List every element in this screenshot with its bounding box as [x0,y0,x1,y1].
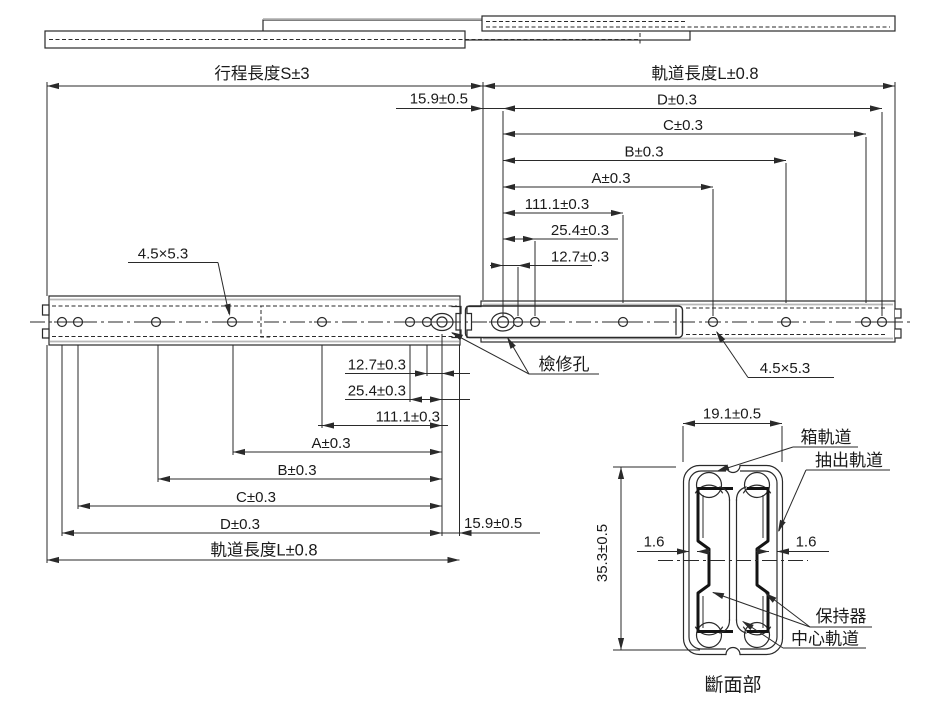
arrowhead [854,130,866,138]
drawer-rail-label: 抽出軌道 [815,451,883,470]
arrowhead [770,420,782,427]
dim-label-12-bottom: 12.7±0.3 [348,357,406,374]
arrowhead [410,396,422,403]
arrowhead [683,420,695,427]
arrowhead [503,157,515,164]
arrowhead [617,638,625,650]
text-labels: 行程長度S±3 軌道長度L±0.8 15.9±0.5 D±0.3 C±0.3 B… [138,64,883,696]
arrowhead [870,105,882,112]
arrowhead [617,467,625,479]
dim-label-rail-length-top: 軌道長度L±0.8 [651,64,758,83]
retainer-label: 保持器 [816,607,867,626]
cross-section-view [613,423,890,661]
arrowhead [503,235,515,243]
top-extended-view [44,15,896,49]
arrowhead [471,82,483,90]
drawer-rail-profile [747,487,770,633]
mounting-holes [54,312,890,332]
dim-label-end-offset-bottom: 15.9±0.5 [464,515,522,532]
leader-lines [128,262,834,378]
dim-label-c-top: C±0.3 [663,117,703,134]
dim-label-d-bottom: D±0.3 [220,516,260,533]
inspection-hole-label: 檢修孔 [539,355,590,374]
dim-label-rail-length-bottom: 軌道長度L±0.8 [210,541,317,560]
arrowhead [717,464,730,471]
arrowhead [518,262,530,269]
arrowhead [78,502,90,510]
arrowhead [712,592,725,600]
arrowhead [883,82,895,90]
arrowhead [523,235,535,243]
dim-label-111-bottom: 111.1±0.3 [376,409,440,426]
arrowhead [47,556,59,564]
arrowhead [716,331,726,343]
drawer-rail-profile [696,487,733,633]
arrowhead [778,519,786,532]
section-height-dim: 35.3±0.5 [594,524,611,582]
arrowhead [491,262,503,269]
arrowhead [430,396,442,403]
arrowhead [742,621,754,631]
arrowhead [233,448,245,456]
dim-label-12-top: 12.7±0.3 [551,249,609,266]
arrowhead [442,370,454,377]
arrowhead [62,529,74,537]
arrowhead [503,130,515,138]
arrowhead [447,556,460,564]
arrowhead [777,548,789,555]
dim-label-b-top: B±0.3 [624,144,663,161]
arrowhead [774,157,786,164]
extension-lines [46,82,896,563]
drawer-rail [41,295,482,346]
arrowhead [503,183,515,191]
section-width-dim: 19.1±0.5 [703,406,761,423]
section-wall-left-dim: 1.6 [644,534,665,551]
arrowhead [765,593,777,603]
dim-label-b-bottom: B±0.3 [277,462,316,479]
dim-label-end-offset-top: 15.9±0.5 [410,91,468,108]
arrowhead [430,448,442,456]
arrowhead [430,502,442,510]
arrowhead [701,183,713,191]
arrowheads [47,82,895,650]
section-wall-right-dim: 1.6 [796,534,817,551]
slot-label-right: 4.5×5.3 [760,360,810,377]
arrowhead [451,332,464,341]
dim-label-a-bottom: A±0.3 [311,435,350,452]
arrowhead [677,548,689,555]
arrowhead [483,82,495,90]
dim-label-a-top: A±0.3 [591,170,630,187]
arrowhead [459,529,472,537]
arrowhead [430,475,442,483]
arrowhead [503,209,515,217]
arrowhead [697,548,709,555]
arrowhead [322,422,334,429]
cabinet-rail-label: 箱軌道 [801,428,852,447]
arrowhead [430,529,442,537]
dim-label-111-top: 111.1±0.3 [525,196,589,213]
dim-label-d-top: D±0.3 [657,92,697,109]
slot-label-left: 4.5×5.3 [138,246,188,263]
arrowhead [757,548,769,555]
arrowhead [158,475,170,483]
arrowhead [224,303,231,316]
arrowhead [611,209,623,217]
dim-label-25-top: 25.4±0.3 [551,222,609,239]
dim-label-25-bottom: 25.4±0.3 [348,383,406,400]
dimension-lines [47,85,895,561]
arrowhead [430,422,442,429]
section-caption: 斷面部 [704,674,761,696]
arrowhead [47,82,59,90]
arrowhead [503,105,515,112]
arrowhead [507,337,516,349]
dim-label-stroke-length: 行程長度S±3 [214,64,309,83]
arrowhead [471,105,483,112]
arrowhead [415,370,427,377]
center-rail-label: 中心軌道 [791,630,859,649]
dim-label-c-bottom: C±0.3 [236,489,276,506]
